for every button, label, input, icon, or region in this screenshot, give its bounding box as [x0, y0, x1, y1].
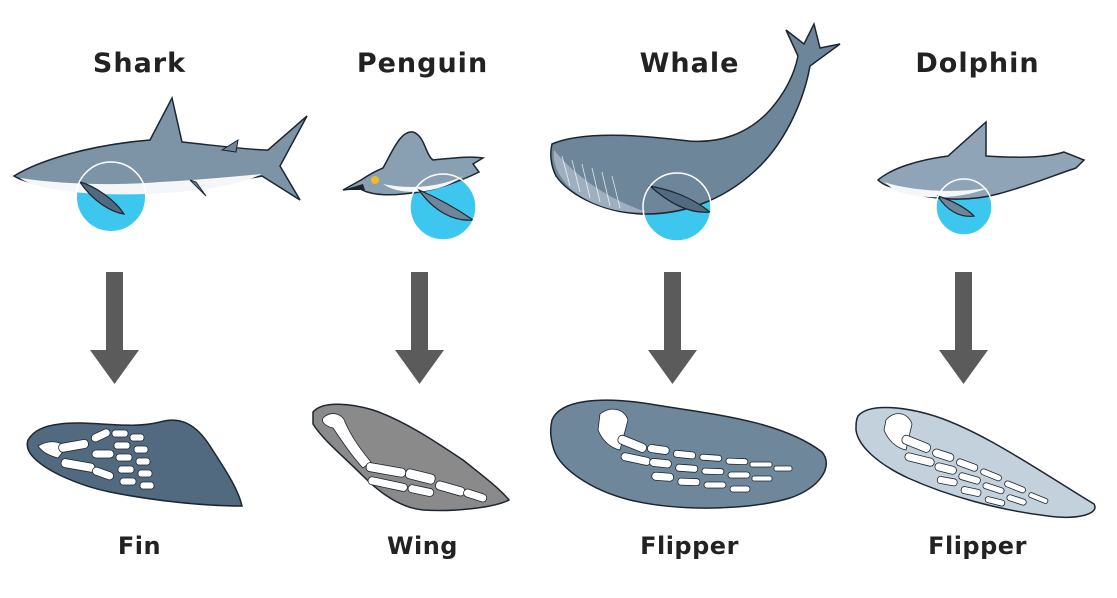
wing-skeleton-icon [312, 403, 511, 512]
shark-illustration [12, 95, 308, 507]
whale-illustration [549, 21, 841, 509]
animal-name: Penguin [356, 48, 489, 79]
flipper-skeleton-icon [549, 399, 828, 509]
limb-label: Flipper [640, 532, 739, 560]
column-dolphin: Dolphin [838, 0, 1117, 598]
flipper-skeleton-icon [855, 406, 1096, 519]
animal-name: Shark [92, 48, 187, 79]
dolphin-icon [876, 120, 1086, 200]
limb-label: Wing [387, 532, 458, 560]
down-arrow-icon [90, 272, 139, 384]
down-arrow-icon [395, 272, 444, 384]
column-whale: Whale [549, 0, 841, 598]
column-shark: Shark [0, 0, 308, 598]
animal-name: Whale [639, 48, 740, 79]
penguin-illustration [312, 131, 511, 512]
dolphin-illustration [855, 120, 1096, 519]
down-arrow-icon [939, 272, 988, 384]
fin-skeleton-icon [26, 419, 243, 507]
whale-icon [550, 21, 841, 215]
down-arrow-icon [648, 272, 697, 384]
limb-label: Fin [117, 532, 162, 560]
column-penguin: Penguin Wing [283, 0, 562, 598]
animal-name: Dolphin [915, 48, 1040, 79]
limb-label: Flipper [928, 532, 1027, 560]
